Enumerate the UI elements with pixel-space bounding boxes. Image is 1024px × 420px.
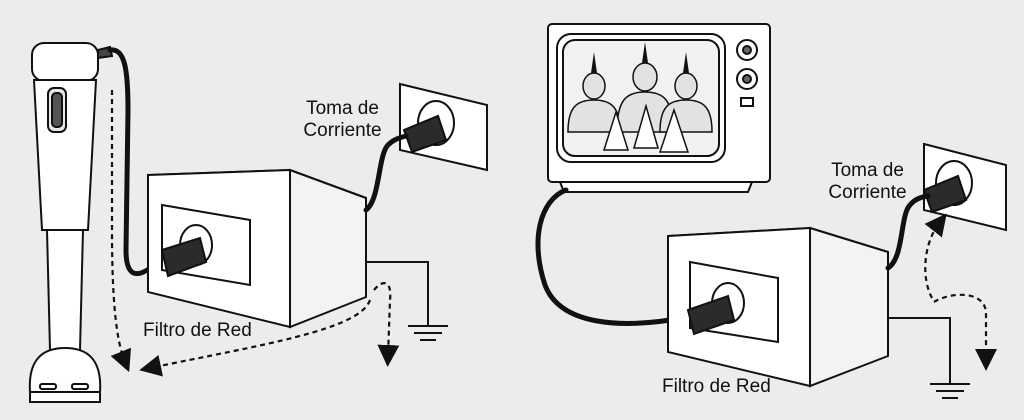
filter-to-outlet-cord	[885, 193, 931, 271]
wall-outlet-icon	[922, 142, 1007, 232]
blender-cord	[107, 47, 161, 276]
left-outlet-label-line2: Corriente	[303, 120, 382, 141]
wall-outlet-icon	[399, 82, 488, 172]
left-outlet-label-line1: Toma de	[306, 98, 379, 119]
current-path-down	[110, 90, 132, 373]
right-filter-label: Filtro de Red	[662, 376, 771, 397]
current-path-to-outlet	[924, 213, 947, 299]
current-path-ground	[373, 282, 400, 367]
left-filter-label: Filtro de Red	[143, 320, 252, 341]
left-outlet-label: Toma de Corriente	[290, 98, 395, 142]
line-filter-box-icon	[147, 168, 367, 329]
ground-symbol-icon	[888, 317, 970, 399]
right-outlet-label: Toma de Corriente	[815, 160, 920, 204]
hand-blender-icon	[28, 42, 114, 403]
line-filter-box-icon	[667, 226, 889, 388]
right-outlet-label-line1: Toma de	[831, 160, 904, 181]
current-path-return	[139, 299, 372, 377]
ground-symbol-icon	[366, 261, 448, 341]
filter-to-outlet-cord	[363, 133, 409, 213]
right-outlet-label-line2: Corriente	[828, 182, 907, 203]
tv-cord	[535, 187, 691, 326]
current-path-ground	[933, 293, 997, 371]
television-icon	[547, 23, 771, 193]
